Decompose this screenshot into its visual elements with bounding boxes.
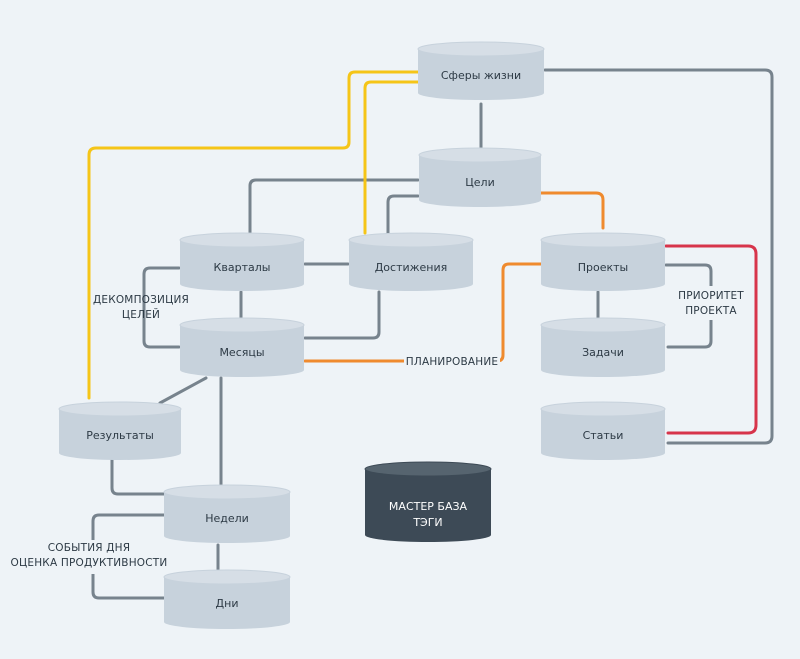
node-label-goals: Цели	[465, 176, 495, 189]
node-label-days: Дни	[216, 597, 239, 610]
node-weeks[interactable]: Недели	[163, 484, 291, 543]
cylinder-top	[364, 461, 492, 477]
edge-label-decomposition-line2: ЦЕЛЕЙ	[122, 308, 160, 321]
node-tasks[interactable]: Задачи	[540, 317, 666, 377]
edge-label-planning: ПЛАНИРОВАНИЕ	[406, 356, 499, 368]
edge-label-day-events-line1: СОБЫТИЯ ДНЯ	[48, 542, 131, 554]
cylinder-top	[163, 484, 291, 500]
cylinder-body	[541, 409, 665, 460]
node-label-spheres: Сферы жизни	[441, 69, 521, 82]
cylinder-body	[349, 240, 473, 291]
edge-label-day-events-line2: ОЦЕНКА ПРОДУКТИВНОСТИ	[11, 557, 168, 569]
node-goals[interactable]: Цели	[418, 147, 542, 207]
edge-label-priority-line2: ПРОЕКТА	[685, 305, 737, 317]
cylinder-body	[180, 325, 304, 377]
node-projects[interactable]: Проекты	[540, 232, 666, 291]
priority-label-bg	[672, 286, 748, 320]
node-label-achievements: Достижения	[375, 261, 448, 274]
planning-label-bg	[404, 352, 500, 370]
link-goals-achievements	[386, 194, 420, 238]
cylinder-top	[540, 232, 666, 248]
node-quarters[interactable]: Кварталы	[179, 232, 305, 291]
edge-label-decomposition-line1: ДЕКОМПОЗИЦИЯ	[93, 294, 189, 306]
node-label-tasks: Задачи	[582, 346, 624, 359]
link-spheres-achievements	[363, 80, 420, 235]
link-spheres-results	[87, 70, 420, 400]
cylinder-top	[540, 401, 666, 417]
link-quarters-months-decomposition	[142, 266, 181, 349]
cylinder-top	[163, 569, 291, 585]
edge-label-priority-line1: ПРИОРИТЕТ	[678, 290, 744, 302]
cylinder-body	[164, 492, 290, 543]
link-spheres-articles	[543, 68, 774, 445]
link-goals-projects	[539, 191, 605, 230]
cylinder-top	[179, 232, 305, 248]
cylinder-body	[418, 49, 544, 100]
node-days[interactable]: Дни	[163, 569, 291, 629]
node-label-months: Месяцы	[219, 346, 264, 359]
node-label-master-line1: МАСТЕР БАЗА	[389, 500, 468, 513]
node-label-weeks: Недели	[205, 512, 249, 525]
cylinder-body	[180, 240, 304, 291]
cylinder-top	[348, 232, 474, 248]
cylinder-body	[419, 155, 541, 207]
link-months-results	[158, 376, 208, 405]
node-months[interactable]: Месяцы	[179, 317, 305, 377]
cylinder-body	[541, 240, 665, 291]
cylinder-top	[417, 41, 545, 57]
cylinder-top	[58, 401, 182, 417]
node-articles[interactable]: Статьи	[540, 401, 666, 460]
node-label-results: Результаты	[86, 429, 154, 442]
cylinder-top	[540, 317, 666, 333]
link-results-weeks	[110, 458, 166, 496]
node-spheres[interactable]: Сферы жизни	[417, 41, 545, 100]
node-label-master-line2: ТЭГИ	[412, 516, 442, 529]
node-label-articles: Статьи	[583, 429, 624, 442]
day-events-label-bg	[14, 540, 164, 574]
link-goals-quarters	[248, 178, 420, 238]
link-achievements-months	[303, 290, 381, 340]
node-results[interactable]: Результаты	[58, 401, 182, 460]
node-label-quarters: Кварталы	[214, 261, 271, 274]
link-projects-articles	[664, 244, 758, 435]
cylinder-body	[164, 577, 290, 629]
cylinder-body	[365, 469, 491, 542]
cylinder-top	[418, 147, 542, 163]
cylinder-top	[179, 317, 305, 333]
node-master-tags[interactable]: МАСТЕР БАЗА ТЭГИ	[364, 461, 492, 542]
node-achievements[interactable]: Достижения	[348, 232, 474, 291]
cylinder-body	[59, 409, 181, 460]
cylinder-body	[541, 325, 665, 377]
node-label-projects: Проекты	[578, 261, 629, 274]
